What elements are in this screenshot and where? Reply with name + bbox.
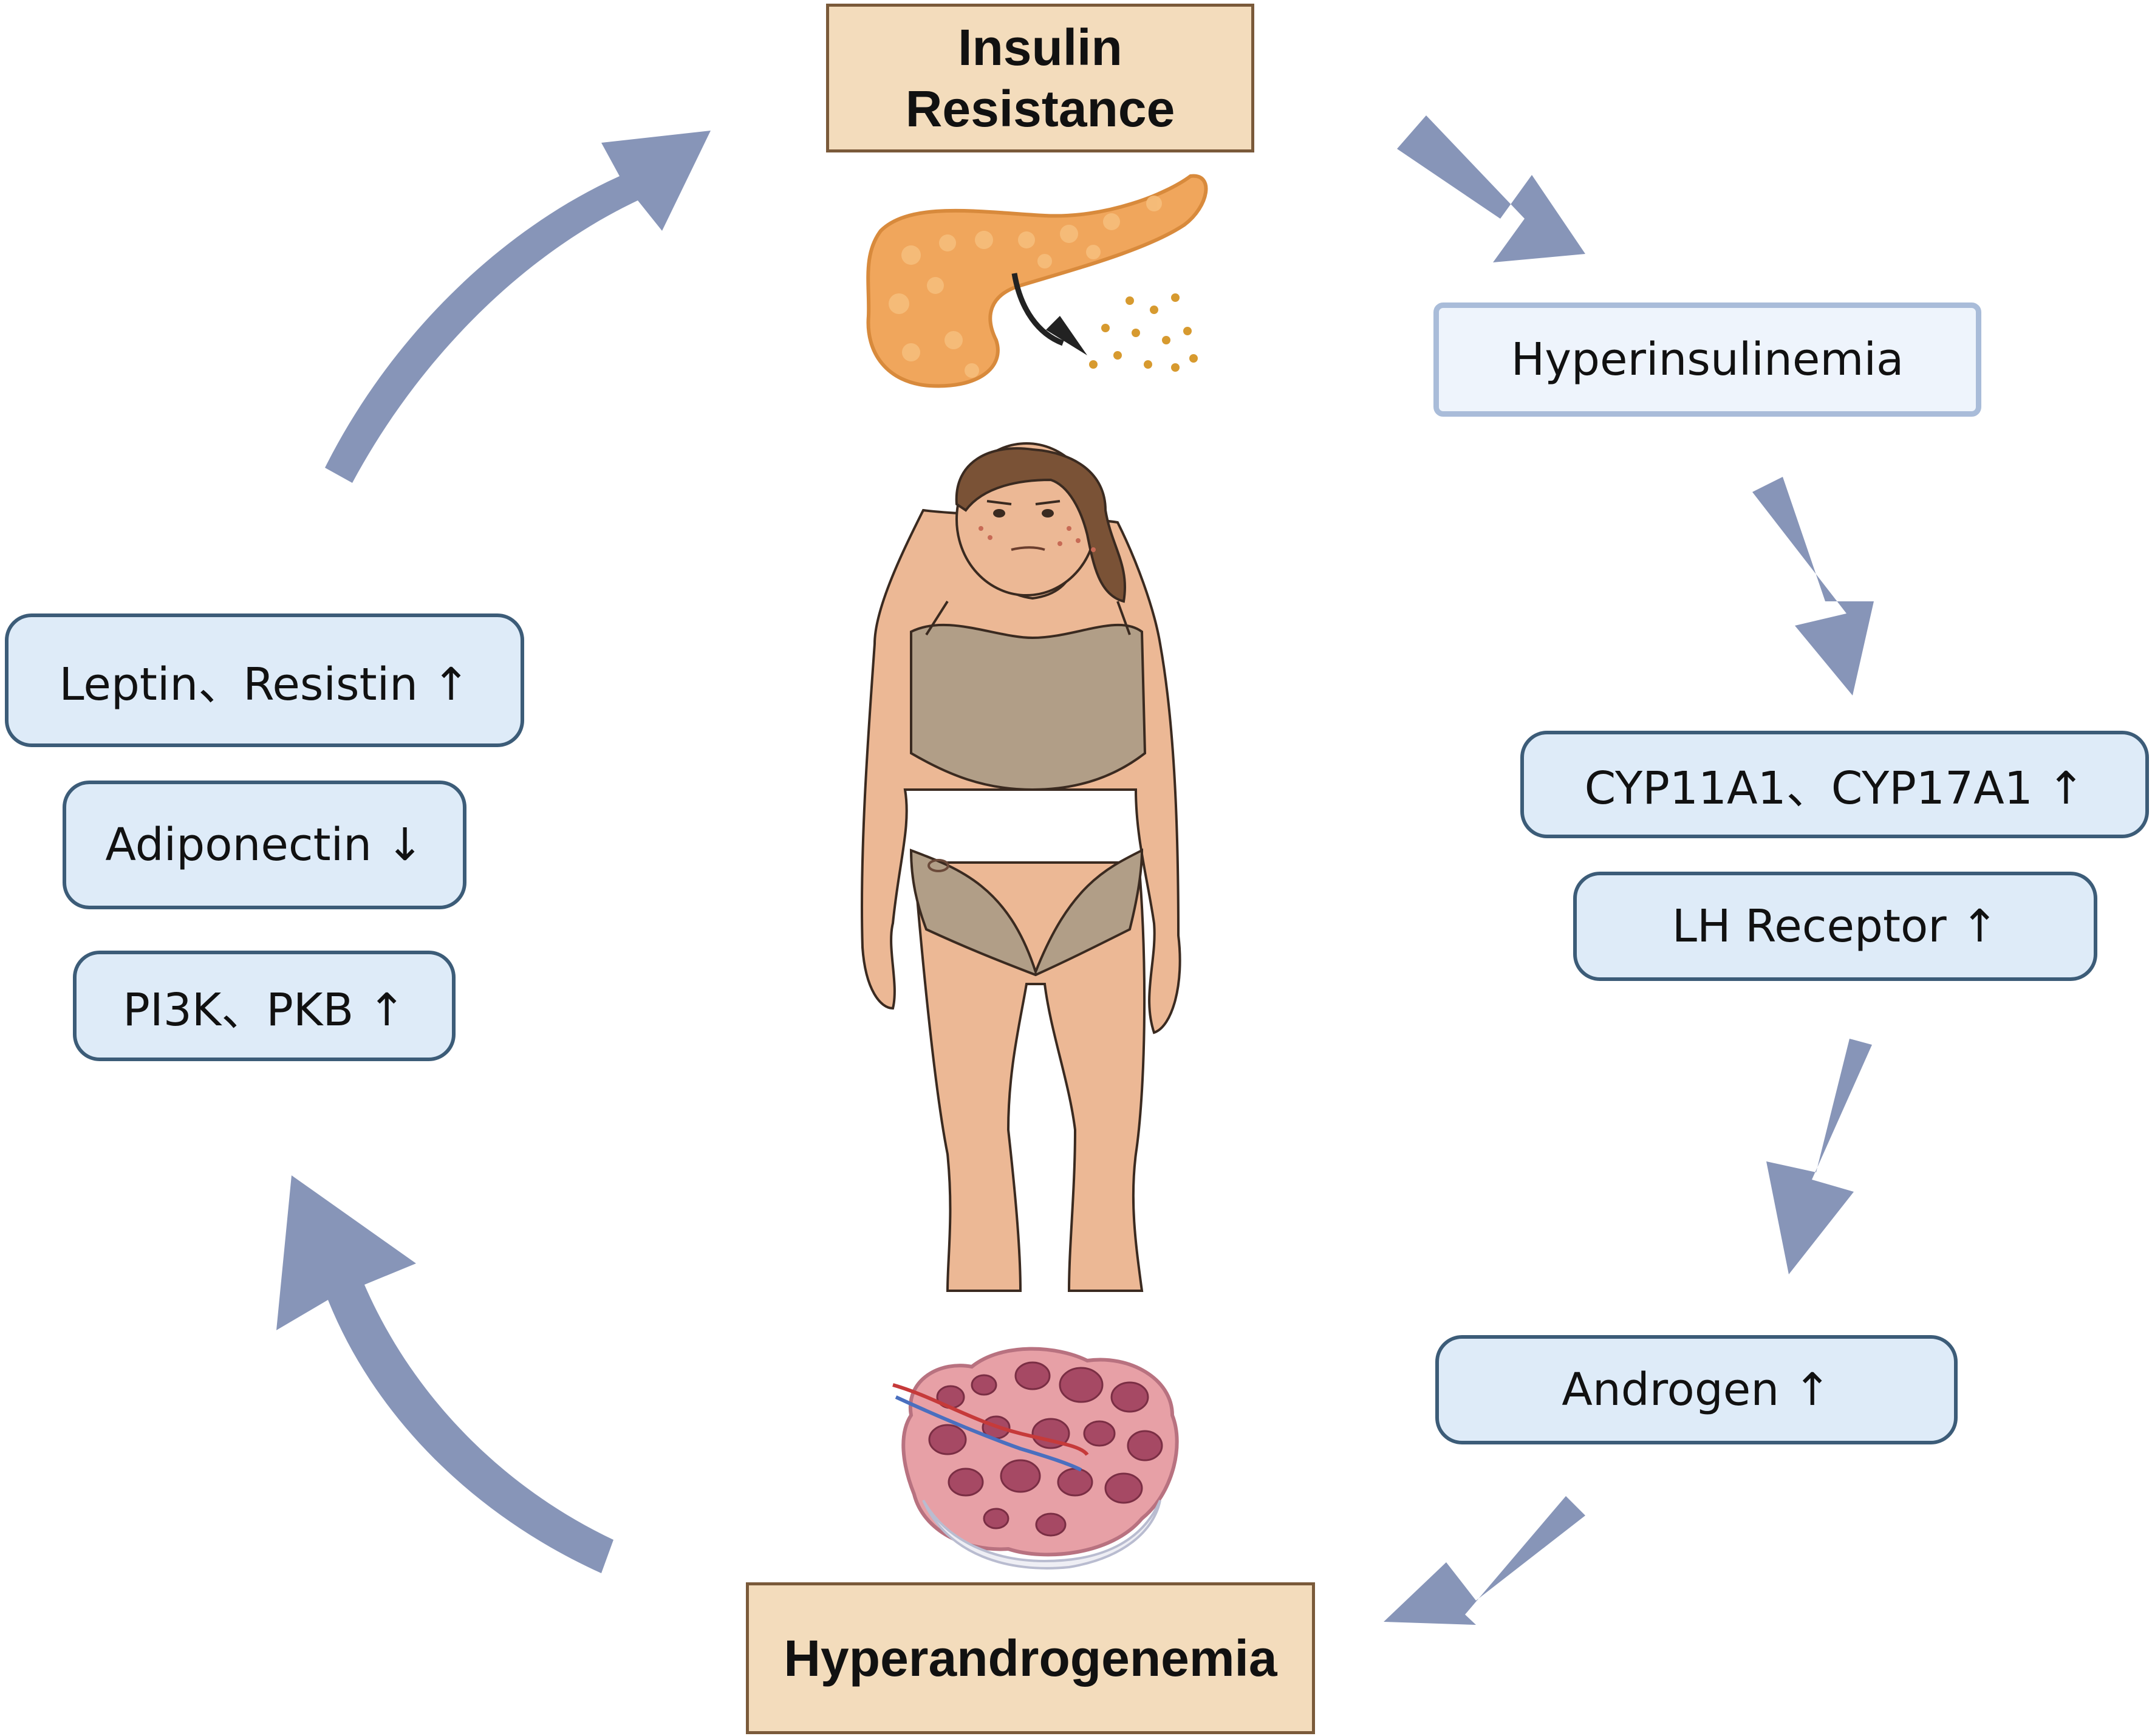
woman-figure-icon [861,442,1181,1292]
arrow-androgen-to-hyperandrogenemia [1384,1496,1585,1625]
leptin-resistin-box: Leptin、Resistin ↑ [5,613,524,747]
insulin-resistance-label: Insulin Resistance [905,18,1175,137]
pi3k-pkb-box: PI3K、PKB ↑ [73,951,456,1061]
arrow-lh-to-androgen [1766,1039,1872,1274]
cycle-arrows [276,115,1874,1625]
hyperandrogenemia-box: Hyperandrogenemia [746,1582,1315,1734]
cyp-box: CYP11A1、CYP17A1 ↑ [1520,731,2149,838]
pi3k-pkb-label: PI3K、PKB ↑ [123,983,406,1036]
hyperandrogenemia-label: Hyperandrogenemia [784,1629,1277,1687]
arrow-ir-to-hyperinsulinemia [1397,115,1585,262]
adiponectin-box: Adiponectin ↓ [63,781,466,909]
cyp-label: CYP11A1、CYP17A1 ↑ [1584,762,2085,815]
insulin-resistance-box: Insulin Resistance [826,4,1254,152]
ovary-icon [892,1347,1179,1570]
hyperinsulinemia-box: Hyperinsulinemia [1433,302,1981,417]
adiponectin-label: Adiponectin ↓ [105,819,424,871]
androgen-label: Androgen ↑ [1562,1364,1831,1416]
androgen-box: Androgen ↑ [1435,1335,1958,1444]
lh-receptor-label: LH Receptor ↑ [1672,900,1999,952]
hyperinsulinemia-label: Hyperinsulinemia [1511,333,1904,386]
pancreas-icon [866,174,1208,388]
lh-receptor-box: LH Receptor ↑ [1573,872,2097,981]
arrow-adipokines-to-ir [325,131,711,483]
arrow-hyperandrogenemia-to-adipokines [276,1175,613,1573]
leptin-resistin-label: Leptin、Resistin ↑ [59,658,470,711]
arrow-hyperinsulinemia-to-cyp [1752,477,1874,695]
